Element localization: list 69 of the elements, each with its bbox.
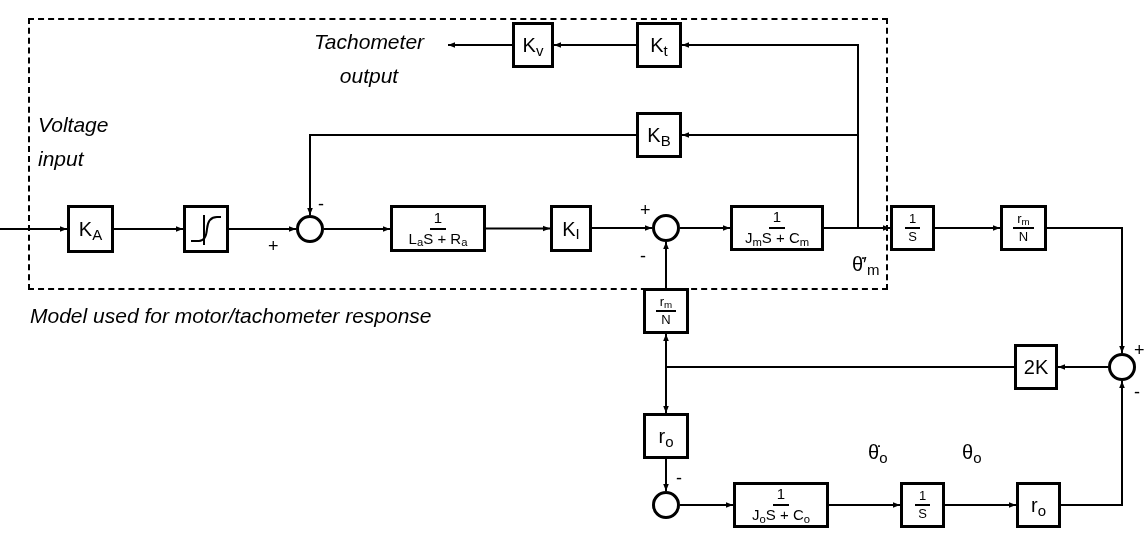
fraction-text: 1 L$_{a}$S + R$_{a}$: [407, 208, 469, 249]
arrow: [679, 225, 731, 231]
arrow: [681, 132, 859, 229]
block-box: [643, 288, 689, 334]
gain-text: r$_{o}$: [1031, 493, 1046, 519]
arrow: [323, 226, 391, 232]
signal-label: +: [640, 199, 651, 222]
signal-label: Voltage input: [38, 112, 110, 172]
fraction-text: 1 J$_{o}$S + C$_{o}$: [751, 485, 811, 525]
arrow: [553, 42, 637, 48]
signal-label: -: [676, 467, 682, 490]
arrow: [591, 225, 653, 231]
gain-text: K$_{I}$: [562, 216, 580, 243]
arrow: [944, 502, 1017, 508]
signal-label: -: [640, 245, 646, 268]
block-box: [733, 482, 829, 528]
arrow: [934, 225, 1001, 231]
gain-text: K$_{t}$: [650, 33, 668, 59]
summing-junction: [652, 214, 680, 242]
fraction-text: 1 S: [914, 487, 931, 523]
arrow: [679, 502, 734, 508]
output-label: Tachometer output: [290, 25, 448, 100]
gain-text: K$_{B}$: [647, 123, 671, 149]
block-box: [730, 205, 824, 251]
signal-label: θ̇$_{o}$: [868, 440, 888, 466]
block-box: [550, 205, 592, 252]
arrow: [663, 458, 669, 492]
block-box: [900, 482, 945, 528]
block-box: [1000, 205, 1047, 251]
block-box: [636, 112, 682, 158]
signal-label: -: [318, 193, 324, 216]
signal-label: θ$_{o}$: [962, 440, 982, 466]
block-box: [183, 205, 229, 253]
fraction-text: r$_{m}$ N: [655, 293, 677, 329]
fraction-text: 1 J$_{m}$S + C$_{m}$: [743, 208, 811, 248]
gain-text: K$_{v}$: [522, 33, 544, 59]
arrow: [828, 502, 901, 508]
block-box: [636, 22, 682, 68]
signal-label: -: [1134, 381, 1140, 404]
summing-junction: [1108, 353, 1136, 381]
block-box: [1016, 482, 1061, 528]
block-box: [643, 413, 689, 459]
arrow: [307, 134, 637, 216]
signal-label: +: [1134, 339, 1145, 362]
summing-junction: [652, 491, 680, 519]
gain-text: 2K: [1023, 355, 1049, 380]
block-box: [1014, 344, 1058, 390]
block-box: [512, 22, 554, 68]
block-box: [890, 205, 935, 251]
arrow: [0, 226, 68, 232]
arrow: [1060, 380, 1125, 506]
block-box: [390, 205, 486, 252]
node-label: Model used for motor/tachometer response: [30, 303, 432, 329]
gain-text: r$_{o}$: [658, 424, 674, 450]
arrow: [113, 226, 184, 232]
arrow: [663, 241, 669, 289]
signal-label: +: [268, 235, 279, 258]
arrow: [1046, 227, 1125, 354]
arrow: [228, 226, 297, 232]
fraction-text: r$_{m}$ N: [1013, 210, 1034, 246]
arrow: [447, 42, 513, 48]
fraction-text: 1 S: [904, 210, 921, 246]
summing-junction: [296, 215, 324, 243]
arrow: [1057, 364, 1109, 370]
dashed-boundary: [28, 18, 888, 290]
gain-text: K$_{A}$: [78, 217, 103, 243]
block-box: [67, 205, 114, 253]
signal-label: θ̇′$_{m}$: [852, 252, 880, 278]
arrow: [485, 225, 551, 232]
